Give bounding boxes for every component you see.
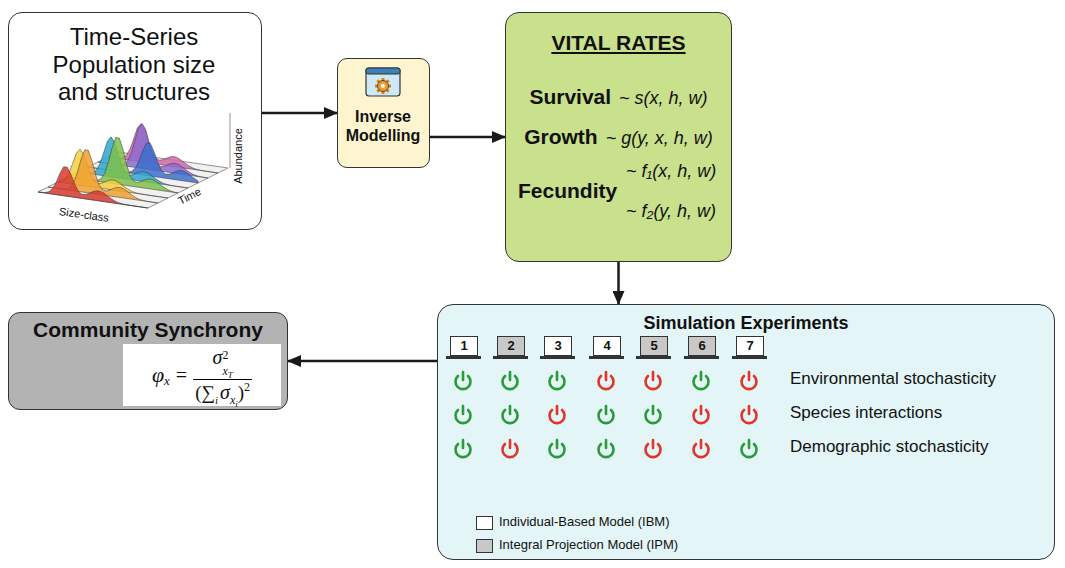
laptop-base [540,356,575,359]
text-row: Growth ~ g(y, x, h, w) [506,125,731,149]
gear-hole [381,84,385,88]
rate-name: Growth [524,125,598,149]
laptop-base [684,356,719,359]
laptop-base [732,356,767,359]
rate-formula: ~ f₁(x, h, w) [626,161,716,182]
box-title: Community Synchrony [9,318,287,342]
legend-text: Integral Projection Model (IPM) [499,537,678,552]
formula-symbol: i [215,394,218,406]
power-symbol [700,440,703,448]
text-row: Survival ~ s(x, h, w) [506,85,731,109]
laptop-icon: 7 [736,336,764,356]
box-title: VITAL RATES [506,31,731,55]
laptop-icon: 5 [640,336,668,356]
output-box: Community Synchronyφx=σ2xT(∑iσxi)2 [8,312,288,410]
formula-symbol: 2 [222,349,228,361]
gear-icon [378,81,389,92]
power-symbol [462,406,465,414]
formula-symbol: φ [152,362,164,388]
formula-symbol: = [176,364,187,387]
laptop-base [636,356,671,359]
formula: φx=σ2xT(∑iσxi)2 [123,344,281,406]
formula-symbol: x [230,393,235,408]
power-symbol [509,440,512,448]
power-symbol [748,372,751,380]
row-label: Demographic stochasticity [790,437,988,457]
flow-arrow [288,360,437,363]
callout-number: 3 [545,337,571,354]
legend-swatch [476,539,493,553]
laptop-icon: 4 [593,336,621,356]
formula-symbol: σ [213,346,223,369]
power-symbol [462,372,465,380]
power-symbol [652,372,655,380]
callout-number: 7 [737,337,763,354]
row-label: Environmental stochasticity [790,369,996,389]
laptop-icon: 6 [688,336,716,356]
power-symbol [462,440,465,448]
chart-axis [230,113,231,168]
result-box: VITAL RATES Survival ~ s(x, h, w) Growth ~ g… [505,12,732,262]
formula-group: xT [222,362,232,378]
formula-symbol: σ [220,381,230,404]
rate-name: Fecundity [518,179,617,203]
callout-number: 2 [498,337,524,354]
formula-box: φx=σ2xT(∑iσxi)2 [123,344,281,406]
laptop-icon: 3 [544,336,572,356]
power-symbol [509,406,512,414]
power-symbol [652,406,655,414]
flow-arrow [430,136,505,139]
formula-symbol: 2 [244,380,250,395]
power-symbol [605,372,608,380]
power-symbol [605,440,608,448]
formula-symbol: (∑ [195,382,215,404]
power-symbol [605,406,608,414]
rate-name: Survival [529,85,611,109]
legend-text: Individual-Based Model (IBM) [499,514,670,529]
power-symbol [556,406,559,414]
formula-symbol: x [164,373,170,389]
formula-symbol: i [235,399,238,409]
formula-group: σ2xT [193,346,252,380]
power-symbol [556,440,559,448]
flow-arrow [262,112,337,115]
power-symbol [748,440,751,448]
legend-swatch [476,516,493,530]
power-symbol [509,372,512,380]
laptop-base [589,356,624,359]
axis-label: Abundance [232,128,244,184]
callout-number: 5 [641,337,667,354]
laptop-base [493,356,528,359]
box-title: Inverse Modelling [342,107,424,145]
rate-formula: ~ g(y, x, h, w) [606,128,713,149]
formula-group: 2xT [222,346,232,378]
power-symbol [700,406,703,414]
formula-group: σ2xT(∑iσxi)2 [193,346,252,404]
power-symbol [700,372,703,380]
formula-symbol: x [222,365,227,377]
row-label: Species interactions [790,403,942,423]
laptop-icon: 2 [497,336,525,356]
formula-group: 2 [222,346,232,362]
flow-arrow [617,262,620,304]
power-symbol [556,372,559,380]
box-title: Time-Series Population size and structur… [34,23,234,106]
window-bar [366,68,400,74]
laptop-base [446,356,481,359]
callout-number: 1 [451,337,477,354]
rate-formula: ~ f₂(y, h, w) [626,201,716,222]
power-symbol [748,406,751,414]
panel-title: Simulation Experiments [438,313,1054,334]
power-symbol [652,440,655,448]
rate-formula: ~ s(x, h, w) [619,88,708,109]
callout-number: 6 [689,337,715,354]
formula-symbol: ) [238,382,244,404]
laptop-icon: 1 [450,336,478,356]
formula-symbol: T [228,371,233,380]
abundance-slice [38,167,148,208]
window-icon [366,68,400,96]
callout-number: 4 [594,337,620,354]
formula-group: (∑iσxi)2 [193,380,252,404]
